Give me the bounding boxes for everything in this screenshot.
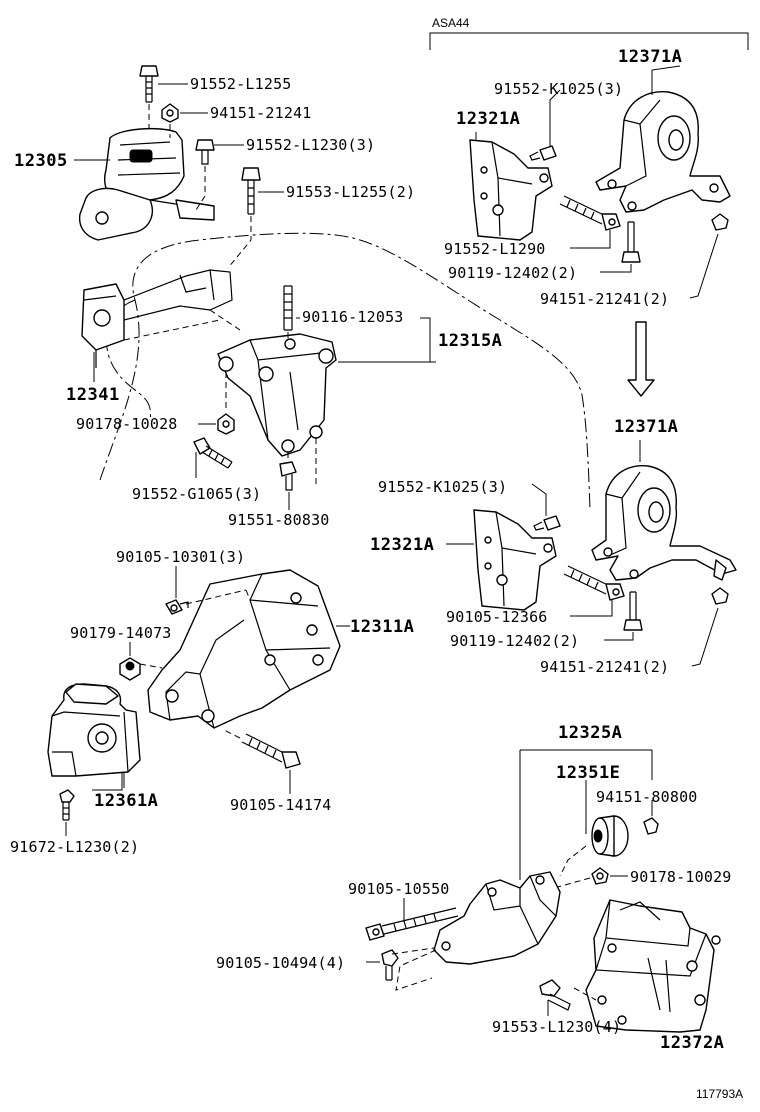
nut-94151-80800 bbox=[643, 800, 659, 835]
bracket-12372A bbox=[573, 899, 721, 1033]
nut-90178-10028 bbox=[198, 413, 235, 435]
bolt-91552-L1290 bbox=[559, 195, 621, 249]
label-91552-K1025-bottom: 91552-K1025(3) bbox=[378, 478, 507, 496]
label-91552-G1065: 91552-G1065(3) bbox=[132, 485, 261, 503]
label-91551-80830: 91551-80830 bbox=[228, 511, 330, 529]
mount-12371A-bottom bbox=[591, 440, 737, 581]
bolt-91552-L1230 bbox=[195, 139, 244, 211]
bracket-12325A bbox=[395, 871, 561, 991]
label-94151-21241-top: 94151-21241(2) bbox=[540, 290, 669, 308]
bracket-12311A bbox=[147, 569, 350, 729]
stud-90116-12053 bbox=[283, 285, 300, 342]
bolt-90119-12402-top bbox=[600, 221, 641, 273]
bolt-91553-L1230 bbox=[539, 979, 571, 1016]
bolt-90105-10494 bbox=[366, 947, 435, 981]
label-91552-K1025-top: 91552-K1025(3) bbox=[494, 80, 623, 98]
bracket-12321A-top bbox=[469, 132, 553, 241]
bolt-91551-80830 bbox=[279, 461, 297, 510]
bracket-12315A bbox=[217, 317, 436, 484]
label-12315A: 12315A bbox=[438, 331, 502, 351]
bolt-91552-G1065 bbox=[193, 437, 233, 478]
mount-12371A-top bbox=[595, 65, 731, 213]
label-12305: 12305 bbox=[14, 151, 68, 171]
label-12341: 12341 bbox=[66, 385, 120, 405]
bolt-90105-14174 bbox=[223, 729, 301, 794]
figure-id: 117793A bbox=[696, 1087, 743, 1101]
nut-94151-21241-top bbox=[689, 213, 729, 299]
bushing-12351E bbox=[559, 815, 629, 877]
label-94151-21241-bottom: 94151-21241(2) bbox=[540, 658, 669, 676]
label-90105-14174: 90105-14174 bbox=[230, 796, 332, 814]
label-91552-L1230: 91552-L1230(3) bbox=[246, 136, 375, 154]
bracket-12325A-group bbox=[519, 749, 653, 880]
nut-94151-21241-bottom bbox=[691, 587, 729, 667]
label-90105-12366: 90105-12366 bbox=[446, 608, 548, 626]
label-90105-10494: 90105-10494(4) bbox=[216, 954, 345, 972]
label-12311A: 12311A bbox=[350, 617, 414, 637]
bolt-90105-12366 bbox=[563, 565, 625, 617]
engine-mount-12305 bbox=[78, 127, 215, 241]
nut-90178-10029 bbox=[553, 867, 628, 889]
label-91553-L1230: 91553-L1230(4) bbox=[492, 1018, 621, 1036]
bolt-90119-12402-bottom bbox=[604, 591, 643, 641]
label-90178-10029: 90178-10029 bbox=[630, 868, 732, 886]
label-12371A-top: 12371A bbox=[618, 47, 682, 67]
label-90105-10301: 90105-10301(3) bbox=[116, 548, 245, 566]
label-90179-14073: 90179-14073 bbox=[70, 624, 172, 642]
label-12371A-bottom: 12371A bbox=[614, 417, 678, 437]
mount-12361A bbox=[47, 683, 141, 791]
nut-94151-21241 bbox=[161, 103, 208, 138]
label-90178-10028: 90178-10028 bbox=[76, 415, 178, 433]
bolt-91552-L1255 bbox=[139, 65, 188, 128]
bolt-91672-L1230 bbox=[59, 789, 75, 836]
label-12325A: 12325A bbox=[558, 723, 622, 743]
label-91553-L1255: 91553-L1255(2) bbox=[286, 183, 415, 201]
label-90116-12053: 90116-12053 bbox=[302, 308, 404, 326]
label-91552-L1290: 91552-L1290 bbox=[444, 240, 546, 258]
label-91552-L1255: 91552-L1255 bbox=[190, 75, 292, 93]
variant-bracket: ASA44 bbox=[429, 16, 749, 50]
bracket-12341 bbox=[81, 269, 241, 382]
label-90105-10550: 90105-10550 bbox=[348, 880, 450, 898]
nut-90179-14073 bbox=[119, 642, 163, 681]
transition-arrow bbox=[627, 321, 655, 397]
label-94151-80800: 94151-80800 bbox=[596, 788, 698, 806]
label-90119-12402-top: 90119-12402(2) bbox=[448, 264, 577, 282]
bolt-91552-K1025-bottom bbox=[531, 483, 561, 531]
bracket-12321A-bottom bbox=[446, 509, 557, 611]
label-12321A-top: 12321A bbox=[456, 109, 520, 129]
engine-outline bbox=[99, 232, 591, 511]
bolt-91553-L1255 bbox=[227, 167, 284, 269]
label-94151-21241: 94151-21241 bbox=[210, 104, 312, 122]
label-12361A: 12361A bbox=[94, 791, 158, 811]
label-12351E: 12351E bbox=[556, 763, 620, 783]
bolt-90105-10550 bbox=[365, 898, 459, 941]
variant-label: ASA44 bbox=[432, 16, 470, 30]
label-12372A: 12372A bbox=[660, 1033, 724, 1053]
label-91672-L1230: 91672-L1230(2) bbox=[10, 838, 139, 856]
label-90119-12402-bottom: 90119-12402(2) bbox=[450, 632, 579, 650]
bolt-90105-10301 bbox=[165, 566, 189, 615]
label-12321A-bottom: 12321A bbox=[370, 535, 434, 555]
bolt-91552-K1025-top bbox=[529, 89, 561, 161]
